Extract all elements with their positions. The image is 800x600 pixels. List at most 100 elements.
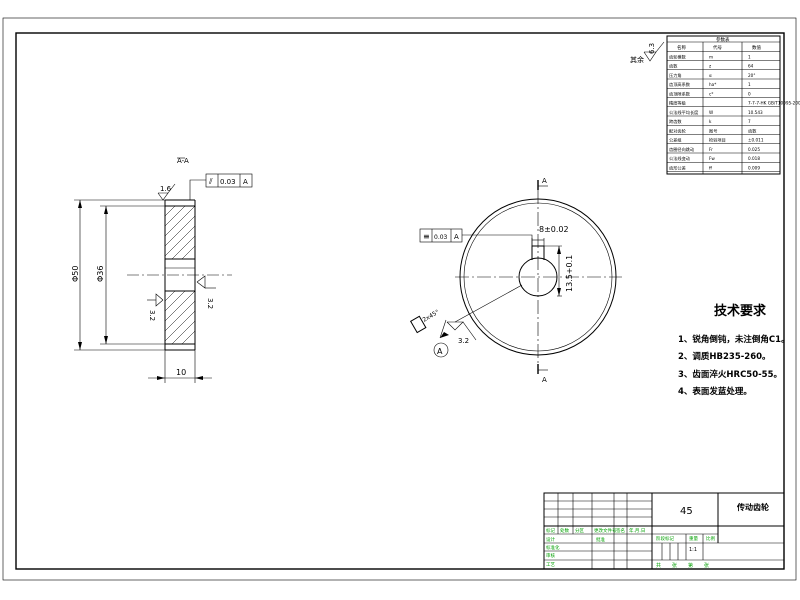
tech-item-2: 2、调质HB235-260。 [678,351,771,362]
param-cell: 齿数 [669,63,678,70]
roughness-key-value: 3.2 [458,337,469,345]
param-cell: ff [709,165,712,170]
param-cell: m [709,54,713,59]
dim-width-text: 10 [176,368,186,377]
param-cell: 齿顶高系数 [669,81,691,88]
stage-label: 阶段标记 [656,535,674,542]
material-text: 45 [680,506,693,517]
stage-label: 比例 [706,535,715,542]
param-cell: 精度等级 [669,100,687,107]
param-cell: 7-7-7-HK GB/T10095-2001 [748,101,800,106]
row-label: 审核 [546,552,555,559]
param-col-header: 数值 [752,44,761,51]
sign-label: 签名 [616,527,625,534]
symmetry-fcf-datum: A [454,233,459,241]
param-cell: 公法线平均长度 [669,109,699,116]
keyway-depth-dim: 13.5+0.1 [565,255,574,292]
section-mark-top: A [542,177,547,185]
sign-label: 处数 [560,527,569,534]
part-name-text: 传动齿轮 [736,502,769,512]
sign-label: 分区 [575,527,584,534]
param-cell: 齿圈径向跳动 [669,146,694,153]
param-col-header: 代号 [713,44,722,51]
roughness-bore: 3.2 3.2 [147,275,216,321]
dim-inner: Φ36 [96,205,165,345]
sheet-frame [15,32,785,570]
roughness-top-value: 1.6 [160,185,172,193]
roughness-bore-left: 3.2 [148,310,156,321]
datum-a: A [433,319,449,358]
sheet-outer-border [2,17,797,581]
param-cell: 公差组 [669,137,682,143]
sheet-label: 张 [704,562,709,569]
dim-outer: Φ50 [71,199,165,351]
section-view: A-A ⫽ 0.03 A 1.6 [71,157,253,383]
fcf-symbol: ⫽ [208,177,213,186]
scale-value: 1:1 [689,547,697,553]
dim-width: 10 [148,350,212,383]
dim-inner-text: Φ36 [96,266,105,282]
symmetry-fcf-value: 0.03 [434,234,448,241]
roughness-bore-right: 3.2 [206,298,214,309]
param-cell: z [709,64,712,69]
datum-a-label: A [437,347,443,356]
param-cell: k [709,119,712,124]
row-label: 工艺 [546,562,555,568]
param-cell: Fw [709,156,715,161]
param-cell: 1 [748,82,751,87]
param-cell: 公法线变动 [669,155,690,162]
param-col-header: 名称 [677,44,686,51]
param-cell: 检验项目 [709,137,726,144]
param-cell: 齿轮模数 [669,53,687,60]
param-cell: 齿顶隙系数 [669,90,691,97]
section-mark-bottom: A [542,376,547,384]
fcf-value: 0.03 [220,178,236,186]
row-label: 批准 [596,536,605,543]
tech-item-1: 1、锐角倒钝，未注倒角C1。 [678,334,790,345]
param-cell: 0 [748,91,751,96]
roughness-other: 其余 6.3 [630,41,665,64]
param-cell: 配对齿轮 [669,127,687,134]
sign-label: 更改文件号 [594,527,617,534]
param-cell: 压力角 [669,72,682,79]
param-cell: α [709,73,712,78]
roughness-top: 1.6 [157,183,176,201]
tech-requirements: 技术要求 1、锐角倒钝，未注倒角C1。 2、调质HB235-260。 3、齿面淬… [678,303,790,397]
sheet-label: 张 [672,562,677,569]
sign-label: 年.月.日 [629,527,645,534]
roughness-key: 3.2 [446,321,477,345]
sign-label: 标记 [546,527,555,534]
front-view: A A ≡ 0.03 A 8±0.02 13.5+0.1 [409,177,622,384]
param-cell: ha* [709,82,716,87]
parallelism-fcf: ⫽ 0.03 A [189,173,253,200]
param-cell: 图号 [709,128,717,134]
param-cell: 0.025 [748,147,760,152]
param-cell: 0.009 [748,165,760,170]
tech-item-4: 4、表面发蓝处理。 [678,386,752,397]
param-cell: c* [709,91,713,96]
param-cell: Fr [709,147,713,152]
param-cell: 齿形公差 [669,164,686,171]
param-cell: 10.543 [748,110,763,115]
keyway-width-dim: 8±0.02 [539,225,569,234]
sheet-label: 第 [688,562,693,569]
tech-item-3: 3、齿面淬火HRC50-55。 [678,369,782,380]
param-cell: 7 [748,119,751,124]
symmetry-fcf-symbol: ≡ [423,232,430,241]
param-cell: 1 [748,54,751,59]
param-cell: ±0.011 [748,138,764,143]
param-cell: 齿数 [748,127,757,134]
dim-outer-text: Φ50 [71,266,80,282]
param-cell: 20° [748,73,755,78]
param-cell: 0.018 [748,156,760,161]
title-block: 45 传动齿轮 标记处数分区更改文件号签名年.月.日设计标准化审核工艺批准阶段标… [543,492,785,570]
sheet-label: 共 [656,562,661,569]
row-label: 标准化 [546,544,560,551]
fcf-datum: A [243,178,248,186]
param-cell: W [709,110,713,115]
param-cell: 64 [748,64,754,69]
param-table-header: 参数表 [716,36,730,43]
tech-title: 技术要求 [714,303,767,319]
